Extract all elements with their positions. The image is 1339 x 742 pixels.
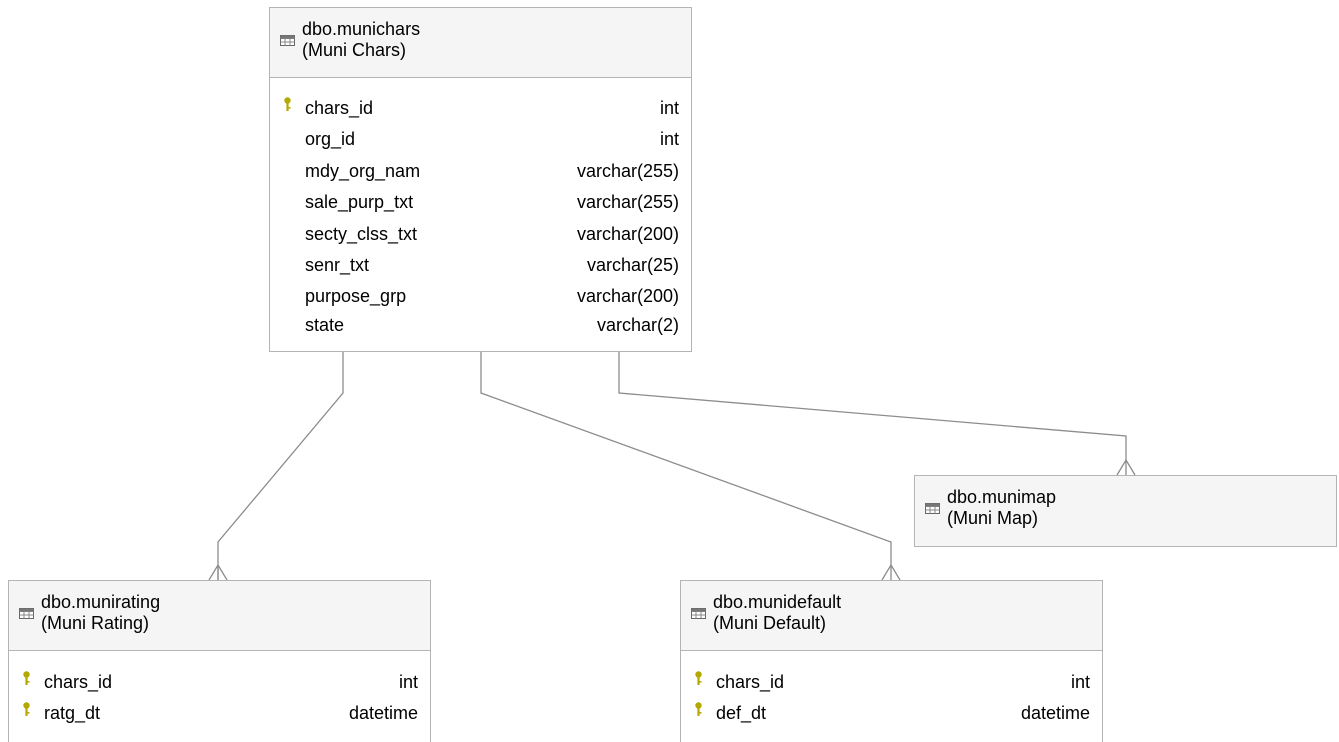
column-row[interactable]: secty_clss_txt varchar(200) <box>270 221 691 247</box>
column-row[interactable]: chars_id int <box>9 669 430 695</box>
table-alias: (Muni Default) <box>713 613 827 633</box>
column-name: state <box>305 315 345 335</box>
column-type: varchar(255) <box>576 161 679 181</box>
column-type: varchar(200) <box>576 224 679 244</box>
table-name: dbo.munimap <box>947 487 1057 507</box>
column-row[interactable]: sale_purp_txt varchar(255) <box>270 189 691 215</box>
column-type: datetime <box>1020 703 1090 723</box>
table-munirating[interactable]: dbo.munirating (Muni Rating) chars_id in… <box>8 580 431 742</box>
table-icon <box>925 503 940 514</box>
crowfoot-munimap <box>1116 458 1136 476</box>
column-type: varchar(255) <box>576 192 679 212</box>
column-type: varchar(200) <box>576 286 679 306</box>
column-name: purpose_grp <box>305 286 407 306</box>
column-row[interactable]: state varchar(2) <box>270 312 691 338</box>
key-icon <box>23 702 30 716</box>
column-name: ratg_dt <box>44 703 101 723</box>
relationship-munichars-munirating <box>217 352 344 580</box>
table-icon <box>691 608 706 619</box>
column-row[interactable]: org_id int <box>270 126 691 152</box>
table-alias: (Muni Rating) <box>41 613 150 633</box>
table-header: dbo.munidefault (Muni Default) <box>681 581 1102 651</box>
table-header: dbo.munichars (Muni Chars) <box>270 8 691 78</box>
key-icon <box>23 671 30 685</box>
table-munidefault[interactable]: dbo.munidefault (Muni Default) chars_id … <box>680 580 1103 742</box>
column-type: int <box>659 129 679 149</box>
table-munichars[interactable]: dbo.munichars (Muni Chars) chars_id int … <box>269 7 692 352</box>
column-row[interactable]: senr_txt varchar(25) <box>270 252 691 278</box>
key-icon <box>695 702 702 716</box>
key-icon <box>695 671 702 685</box>
column-name: secty_clss_txt <box>305 224 418 244</box>
column-type: varchar(2) <box>596 315 679 335</box>
column-type: int <box>398 672 418 692</box>
table-header: dbo.munirating (Muni Rating) <box>9 581 430 651</box>
column-name: org_id <box>305 129 356 149</box>
column-name: mdy_org_nam <box>305 161 421 181</box>
table-name: dbo.munidefault <box>713 592 842 612</box>
column-name: chars_id <box>305 98 374 118</box>
column-row[interactable]: chars_id int <box>681 669 1102 695</box>
table-alias: (Muni Map) <box>947 508 1039 528</box>
column-type: int <box>1070 672 1090 692</box>
column-name: sale_purp_txt <box>305 192 414 212</box>
column-name: def_dt <box>716 703 767 723</box>
column-row[interactable]: mdy_org_nam varchar(255) <box>270 158 691 184</box>
column-name: chars_id <box>716 672 785 692</box>
table-icon <box>280 35 295 46</box>
column-row[interactable]: purpose_grp varchar(200) <box>270 283 691 309</box>
relationship-munichars-munimap <box>618 352 1127 475</box>
column-type: int <box>659 98 679 118</box>
column-type: varchar(25) <box>586 255 679 275</box>
table-name: dbo.munichars <box>302 19 421 39</box>
table-icon <box>19 608 34 619</box>
column-row[interactable]: ratg_dt datetime <box>9 700 430 726</box>
table-name: dbo.munirating <box>41 592 161 612</box>
table-header: dbo.munimap (Muni Map) <box>915 476 1336 546</box>
column-row[interactable]: def_dt datetime <box>681 700 1102 726</box>
key-icon <box>284 97 291 111</box>
table-munimap[interactable]: dbo.munimap (Muni Map) <box>914 475 1337 547</box>
table-alias: (Muni Chars) <box>302 40 407 60</box>
column-type: datetime <box>348 703 418 723</box>
crowfoot-munidefault <box>881 563 901 581</box>
column-name: senr_txt <box>305 255 370 275</box>
relationship-munichars-munidefault <box>480 352 892 580</box>
column-row[interactable]: chars_id int <box>270 95 691 121</box>
crowfoot-munirating <box>208 563 228 581</box>
column-name: chars_id <box>44 672 113 692</box>
